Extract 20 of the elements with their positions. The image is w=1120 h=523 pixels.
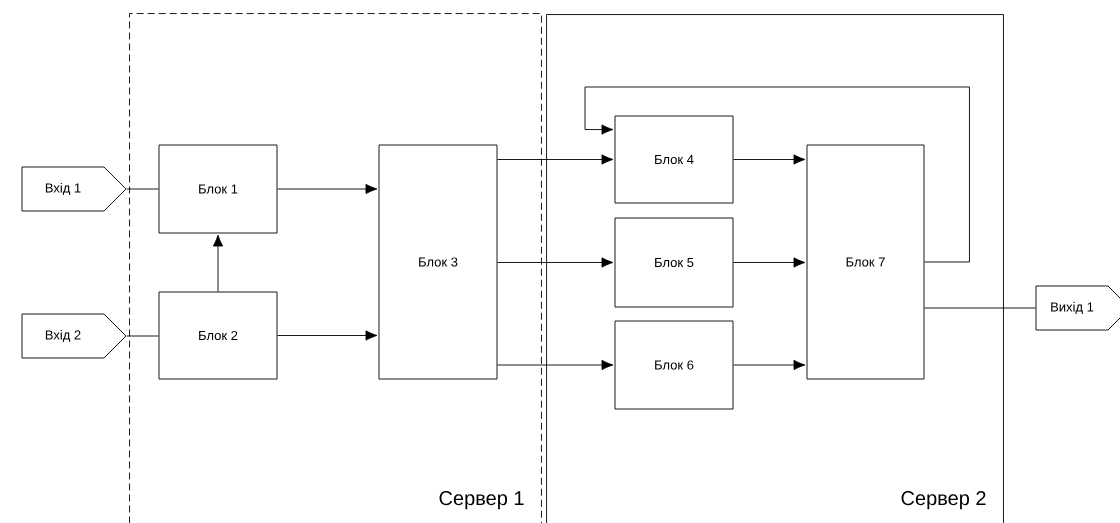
arrow — [497, 257, 614, 268]
arrow — [733, 257, 806, 268]
arrow — [733, 154, 806, 165]
arrow — [277, 330, 378, 341]
output-tag: Вихід 1 — [1035, 285, 1120, 331]
arrow — [277, 183, 378, 195]
process-box: Блок 7 — [806, 144, 925, 380]
arrow — [584, 86, 970, 263]
process-box: Блок 5 — [614, 217, 734, 308]
input-tag: Вхід 1 — [21, 166, 127, 212]
arrow — [212, 234, 224, 292]
process-box: Блок 4 — [614, 115, 734, 204]
arrow — [497, 154, 614, 165]
process-box: Блок 1 — [158, 144, 278, 234]
arrow — [497, 359, 614, 371]
process-box: Блок 6 — [614, 320, 734, 410]
process-box: Блок 2 — [158, 291, 278, 380]
process-box: Блок 3 — [378, 144, 498, 380]
input-tag: Вхід 2 — [21, 313, 127, 359]
arrow — [733, 359, 806, 371]
